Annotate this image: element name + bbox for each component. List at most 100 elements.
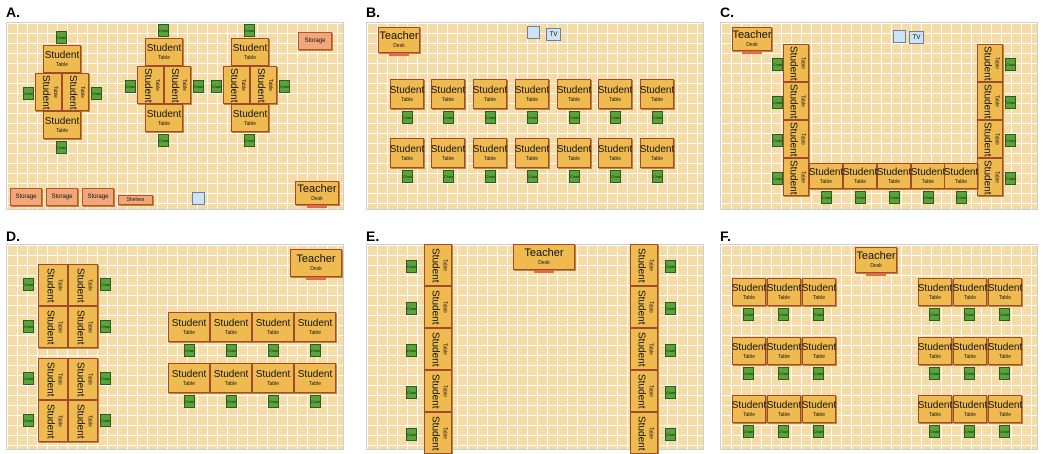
student-table-label: Student — [639, 84, 675, 96]
student-table-label: Student — [987, 399, 1023, 411]
chair-label: Chair — [100, 282, 111, 287]
chair-label: Chair — [665, 390, 676, 395]
chair-label: Chair — [778, 312, 789, 317]
teacher-desk-sublabel: Desk — [310, 266, 322, 272]
chair-label: Chair — [406, 390, 417, 395]
student-table-label: Student — [472, 143, 508, 155]
student-table-label: Student — [917, 399, 953, 411]
student-table-sublabel: Table — [647, 343, 654, 355]
chair-label: Chair — [1005, 100, 1016, 105]
chair-label: Chair — [855, 195, 866, 200]
chair: Chair — [406, 344, 417, 357]
chair: Chair — [193, 80, 204, 93]
teacher-desk-chair — [534, 270, 554, 273]
chair-label: Chair — [91, 91, 102, 96]
student-table-sublabel: Table — [240, 79, 246, 91]
teacher-desk-chair — [742, 51, 762, 54]
teacher-desk-label: Teacher — [379, 30, 419, 42]
chair: Chair — [100, 278, 111, 291]
tv: TV — [546, 28, 561, 41]
chair-label: Chair — [610, 115, 621, 120]
chair: Chair — [527, 170, 538, 183]
teacher-desk-sublabel: Desk — [746, 42, 758, 48]
tv-label: TV — [549, 31, 558, 38]
chair: Chair — [443, 111, 454, 124]
chair: Chair — [743, 367, 754, 380]
student-table-sublabel: Table — [609, 96, 621, 103]
student-table-sublabel: Table — [778, 294, 790, 301]
student-table-label: Student — [917, 282, 953, 294]
chair-label: Chair — [821, 195, 832, 200]
student-table-sublabel: Table — [999, 294, 1011, 301]
chair: Chair — [929, 425, 940, 438]
student-table-label: Student — [635, 289, 647, 325]
student-table-label: Student — [213, 317, 249, 329]
computer-icon — [192, 192, 205, 205]
student-table-sublabel: Table — [56, 373, 63, 385]
chair: Chair — [310, 344, 321, 357]
student-table-sublabel: Table — [799, 171, 806, 183]
student-table-sublabel: Table — [86, 279, 93, 291]
storage-label: Storage — [15, 194, 37, 200]
chair-label: Chair — [100, 418, 111, 423]
chair: Chair — [406, 302, 417, 315]
chair-label: Chair — [772, 62, 783, 67]
panel-label-c: C. — [720, 4, 734, 20]
chair-label: Chair — [23, 376, 34, 381]
student-table-sublabel: Table — [743, 294, 755, 301]
student-table-sublabel: Table — [964, 411, 976, 418]
storage-cabinet: Storage — [82, 188, 114, 206]
student-table-label: Student — [842, 166, 878, 178]
chair-label: Chair — [665, 432, 676, 437]
student-table-sublabel: Table — [441, 385, 448, 397]
student-table-label: Student — [987, 282, 1023, 294]
student-table-label: Student — [987, 341, 1023, 353]
chair: Chair — [23, 320, 34, 333]
student-table-sublabel: Table — [154, 79, 160, 91]
chair: Chair — [665, 260, 676, 273]
chair-label: Chair — [211, 84, 222, 89]
student-table-sublabel: Table — [647, 259, 654, 271]
chair-label: Chair — [279, 84, 290, 89]
chair-label: Chair — [268, 348, 279, 353]
student-table-sublabel: Table — [999, 353, 1011, 360]
chair: Chair — [1005, 172, 1016, 185]
chair: Chair — [652, 170, 663, 183]
chair: Chair — [772, 96, 783, 109]
shelves-label: Shelves — [126, 196, 145, 203]
student-table-sublabel: Table — [964, 353, 976, 360]
student-table-label: Student — [297, 317, 333, 329]
student-table-sublabel: Table — [158, 120, 170, 127]
chair-label: Chair — [406, 264, 417, 269]
chair-label: Chair — [929, 429, 940, 434]
student-table-label: Student — [44, 115, 80, 127]
chair: Chair — [665, 344, 676, 357]
chair: Chair — [527, 111, 538, 124]
student-table-sublabel: Table — [86, 321, 93, 333]
student-table-sublabel: Table — [799, 133, 806, 145]
student-table-label: Student — [731, 399, 767, 411]
student-table-label: Student — [44, 361, 56, 397]
